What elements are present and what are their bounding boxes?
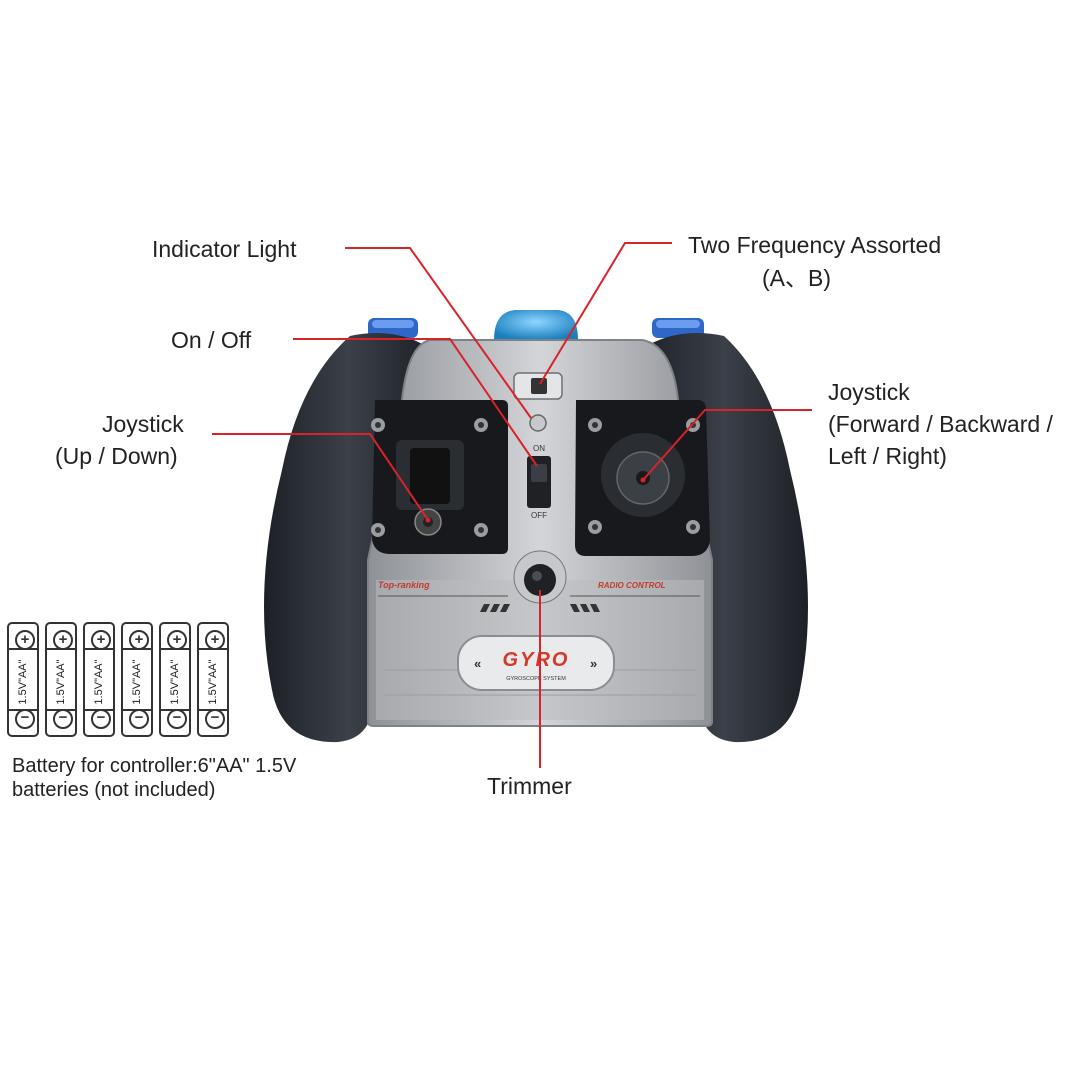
battery-cell: +1.5V"AA" − [45, 622, 77, 737]
frequency-switch [513, 372, 563, 400]
battery-label: 1.5V"AA" [169, 659, 181, 705]
plus-terminal-icon: + [129, 630, 149, 650]
leader-indicator [345, 247, 532, 419]
antenna-cap [494, 310, 578, 340]
leader-on-off [293, 338, 538, 467]
svg-text:OFF: OFF [531, 511, 547, 520]
svg-text:ON: ON [533, 444, 545, 453]
right-shoulder-button [652, 318, 704, 338]
minus-terminal-icon: − [15, 709, 35, 729]
power-switch: ON OFF [527, 444, 551, 520]
label-joystick-right: Joystick [828, 379, 910, 405]
svg-text:Top-ranking: Top-ranking [378, 580, 430, 590]
minus-terminal-icon: − [205, 709, 225, 729]
svg-text:GYROSCOPE SYSTEM: GYROSCOPE SYSTEM [506, 676, 566, 682]
battery-label: 1.5V"AA" [207, 659, 219, 705]
battery-cell: +1.5V"AA" − [159, 622, 191, 737]
label-trimmer: Trimmer [487, 773, 572, 799]
battery-caption-line1: Battery for controller:6"AA" 1.5V [12, 755, 297, 777]
battery-group: +1.5V"AA" − +1.5V"AA" − +1.5V"AA" − +1.5V"AA" −… [7, 622, 239, 740]
leader-lines [212, 242, 812, 768]
label-two-frequency-sub: (A、B) [762, 265, 831, 291]
plus-terminal-icon: + [91, 630, 111, 650]
gyro-logo: GYRO GYROSCOPE SYSTEM « » [457, 635, 615, 691]
battery-label: 1.5V"AA" [131, 659, 143, 705]
battery-label: 1.5V"AA" [17, 659, 29, 705]
leader-joystick-right [642, 409, 812, 481]
battery-cell: +1.5V"AA" − [121, 622, 153, 737]
label-two-frequency: Two Frequency Assorted [688, 232, 942, 258]
battery-label: 1.5V"AA" [55, 659, 67, 705]
plus-terminal-icon: + [53, 630, 73, 650]
indicator-led [529, 414, 547, 432]
svg-text:RADIO CONTROL: RADIO CONTROL [598, 581, 666, 590]
minus-terminal-icon: − [129, 709, 149, 729]
label-on-off: On / Off [171, 327, 252, 353]
right-joystick [575, 400, 710, 556]
trimmer-knob [513, 550, 567, 604]
label-joystick-right-sub1: (Forward / Backward / [828, 411, 1053, 437]
left-joystick [371, 400, 508, 554]
left-shoulder-button [368, 318, 418, 338]
plus-terminal-icon: + [167, 630, 187, 650]
label-joystick-left-sub: (Up / Down) [55, 443, 178, 469]
battery-cell: +1.5V"AA" − [197, 622, 229, 737]
label-indicator-light: Indicator Light [152, 236, 297, 262]
battery-cell: +1.5V"AA" − [7, 622, 39, 737]
label-joystick-left: Joystick [102, 411, 184, 437]
left-deco-strip: Top-ranking [378, 580, 510, 612]
minus-terminal-icon: − [91, 709, 111, 729]
plus-terminal-icon: + [205, 630, 225, 650]
leader-joystick-left [212, 433, 429, 521]
battery-caption-line2: batteries (not included) [12, 779, 216, 801]
svg-text:»: » [590, 656, 597, 671]
right-deco-strip: RADIO CONTROL [570, 581, 700, 612]
plus-terminal-icon: + [15, 630, 35, 650]
svg-text:GYRO: GYRO [503, 649, 570, 671]
battery-cell: +1.5V"AA" − [83, 622, 115, 737]
battery-label: 1.5V"AA" [93, 659, 105, 705]
leader-frequency [539, 242, 672, 385]
minus-terminal-icon: − [167, 709, 187, 729]
svg-text:«: « [474, 656, 481, 671]
minus-terminal-icon: − [53, 709, 73, 729]
label-joystick-right-sub2: Left / Right) [828, 443, 947, 469]
